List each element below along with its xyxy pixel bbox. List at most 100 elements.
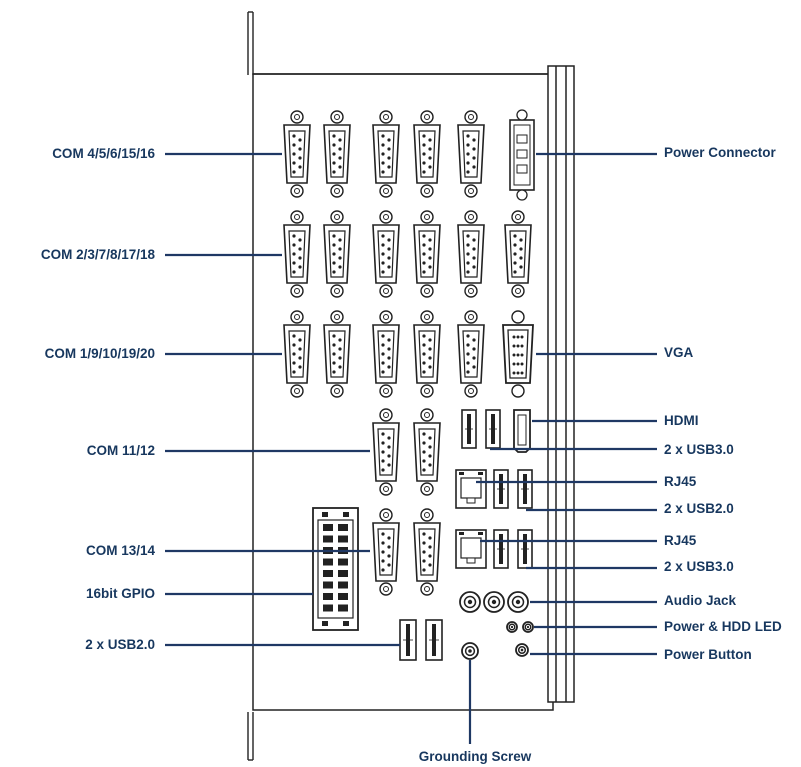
vga-port-pin: [520, 353, 524, 357]
com-row3-port-4-face: [418, 330, 436, 378]
gpio-tab: [322, 621, 328, 626]
com-row1-port-5-pin: [472, 147, 476, 151]
com-row2-port-5-pin: [466, 261, 470, 265]
label-hdmi: HDMI: [664, 413, 699, 428]
com-14-port-face: [418, 528, 436, 576]
com-row1-port-5-pin: [472, 138, 476, 142]
com-row1-port-2-pin: [338, 156, 342, 160]
com-13-port-screw-bottom-hole: [383, 586, 389, 592]
com-row2-port-4-pin: [422, 270, 426, 274]
com-14-port-pin: [428, 545, 432, 549]
com-row2-port-6-pin: [519, 256, 523, 260]
gpio-pin: [323, 524, 333, 531]
gpio-tab: [343, 512, 349, 517]
vga-port-pin: [512, 362, 516, 366]
com-row3-port-5-pin: [472, 356, 476, 360]
com-12-port-pin: [428, 445, 432, 449]
rj45-bottom-port-led: [478, 532, 483, 535]
gpio-pin: [323, 581, 333, 589]
com-row3-port-1-pin: [292, 370, 296, 374]
com-14-port-pin: [428, 536, 432, 540]
com-row1-port-5-pin: [466, 143, 470, 147]
rj45-bottom-port-socket: [460, 537, 482, 559]
com-row1-port-1-screw-bottom-hole: [294, 188, 300, 194]
com-row3-port-2-pin: [332, 334, 336, 338]
com-row3-port-4-pin: [428, 338, 432, 342]
com-row2-port-2-pin: [332, 261, 336, 265]
com-12-port-pin: [428, 454, 432, 458]
com-row1-port-5-face: [462, 130, 480, 178]
vga-port-screw-top: [511, 310, 525, 324]
com-row2-port-4-pin: [422, 252, 426, 256]
com-row3-port-1-pin: [298, 347, 302, 351]
com-row3-port-5-pin: [472, 338, 476, 342]
com-row1-port-5-pin: [472, 165, 476, 169]
gpio-pin: [338, 581, 348, 589]
com-row3-port-3-pin: [387, 338, 391, 342]
com-row3-port-1-screw-bottom-hole: [294, 388, 300, 394]
com-row1-port-1-pin: [292, 170, 296, 174]
com-row2-port-4-pin: [422, 261, 426, 265]
label-com-1-9-10-19-20: COM 1/9/10/19/20: [44, 346, 155, 361]
com-row2-port-5-screw-top-hole: [468, 214, 474, 220]
com-row3-port-5-pin: [466, 343, 470, 347]
com-11-port-pin: [381, 459, 385, 463]
com-row2-port-2-pin: [338, 238, 342, 242]
com-12-port-pin: [422, 441, 426, 445]
com-row1-port-5-pin: [466, 134, 470, 138]
com-row3-port-4-pin: [422, 343, 426, 347]
com-row2-port-6-face: [509, 230, 527, 278]
label-usb2-right: 2 x USB2.0: [664, 501, 734, 516]
gpio-pin: [323, 593, 333, 600]
com-row3-port-3-pin: [381, 352, 385, 356]
label-audio-jack: Audio Jack: [664, 593, 737, 608]
com-row3-port-4-pin: [428, 347, 432, 351]
label-power-button: Power Button: [664, 647, 752, 662]
com-row1-port-5-pin: [466, 161, 470, 165]
com-row2-port-4-screw-top-hole: [424, 214, 430, 220]
com-row1-port-5-pin: [472, 156, 476, 160]
audio-jack-2: [483, 591, 505, 613]
com-row2-port-4-pin: [428, 265, 432, 269]
com-row2-port-6-pin: [513, 270, 517, 274]
label-com-2-3-7-8-17-18: COM 2/3/7/8/17/18: [40, 247, 155, 262]
grounding-screw-hole: [468, 649, 472, 653]
vga-port-pin: [512, 353, 516, 357]
com-row1-port-5: [457, 110, 485, 198]
com-row3-port-1-pin: [298, 338, 302, 342]
com-14-port: [413, 508, 441, 596]
power-connector-pin: [516, 164, 528, 174]
com-row2-port-6: [504, 210, 532, 298]
com-row2-port-1-pin: [292, 261, 296, 265]
com-12-port-face: [418, 428, 436, 476]
com-row3-port-4-pin: [428, 365, 432, 369]
com-row3-port-2-pin: [332, 352, 336, 356]
com-row2-port-2-pin: [332, 270, 336, 274]
rj45-top-port-clip: [466, 497, 476, 504]
gpio-pin: [338, 570, 348, 577]
com-row1-port-4-pin: [428, 138, 432, 142]
com-row2-port-2-pin: [338, 247, 342, 251]
label-usb3-top: 2 x USB3.0: [664, 442, 734, 457]
com-13-port: [372, 508, 400, 596]
com-row1-port-2-pin: [332, 143, 336, 147]
com-row2-port-5-pin: [472, 256, 476, 260]
com-row2-port-5-pin: [466, 270, 470, 274]
com-row3-port-2-pin: [332, 343, 336, 347]
com-row2-port-5-screw-bottom-hole: [468, 288, 474, 294]
com-row3-port-1-pin: [298, 356, 302, 360]
hdd-led-hole: [526, 625, 530, 629]
com-row1-port-2-pin: [338, 147, 342, 151]
com-row1-port-1-pin: [292, 152, 296, 156]
com-row2-port-6-pin: [513, 234, 517, 238]
com-row3-port-1-pin: [298, 365, 302, 369]
vga-port-pin: [520, 371, 524, 375]
com-14-port-pin: [422, 550, 426, 554]
com-row3-port-5-pin: [466, 361, 470, 365]
com-row3-port-3-pin: [381, 343, 385, 347]
com-row1-port-3-pin: [387, 156, 391, 160]
com-row1-port-3-pin: [381, 134, 385, 138]
audio-jack-2-hole: [491, 599, 497, 605]
com-row2-port-4: [413, 210, 441, 298]
label-usb2-left: 2 x USB2.0: [85, 637, 155, 652]
